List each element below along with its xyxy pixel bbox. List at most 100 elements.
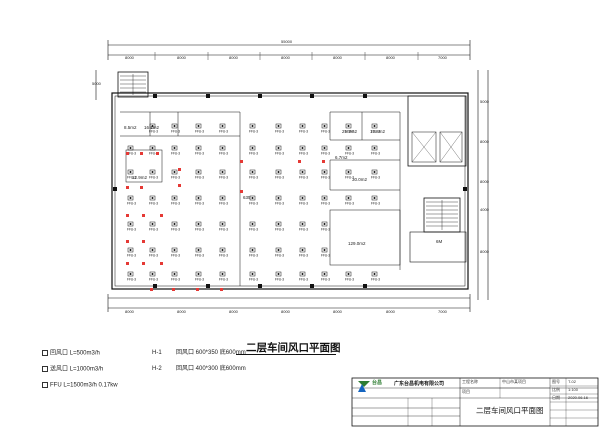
drawing-title: 二层车间风口平面图 bbox=[246, 342, 341, 354]
total-width-dim: 55000 bbox=[281, 39, 293, 44]
legend-h2-code: H-2 bbox=[152, 366, 162, 372]
ffu-label: FFU-3 bbox=[127, 202, 136, 206]
tb-label-drawing-no: 图号 bbox=[552, 379, 560, 384]
red-vent bbox=[178, 184, 181, 187]
ffu-unit: FFU-3 bbox=[171, 271, 180, 282]
ffu-unit: FFU-3 bbox=[171, 195, 180, 206]
ffu-label: FFU-3 bbox=[127, 278, 136, 282]
bay-dim-7: 7000 bbox=[438, 55, 447, 60]
ffu-unit: FFU-3 bbox=[345, 271, 354, 282]
ffu-unit: FFU-3 bbox=[275, 123, 284, 134]
red-vent bbox=[322, 160, 325, 163]
ffu-label: FFU-3 bbox=[171, 152, 180, 156]
ffu-unit: FFU-3 bbox=[371, 271, 380, 282]
ffu-label: FFU-3 bbox=[321, 202, 330, 206]
ffu-unit: FFU-3 bbox=[249, 169, 258, 180]
ffu-unit: FFU-3 bbox=[195, 169, 204, 180]
red-vent bbox=[220, 288, 223, 291]
red-vent bbox=[142, 262, 145, 265]
ffu-label: FFU-3 bbox=[371, 278, 380, 282]
title-underline bbox=[236, 354, 336, 355]
ffu-label: FFU-3 bbox=[275, 130, 284, 134]
ffu-label: FFU-3 bbox=[219, 278, 228, 282]
ffu-unit: FFU-3 bbox=[219, 221, 228, 232]
legend-return-air-text: 回风口 L=500m3/h bbox=[50, 350, 100, 357]
supply-air-symbol bbox=[42, 366, 48, 372]
ffu-label: FFU-3 bbox=[299, 176, 308, 180]
ffu-unit: FFU-3 bbox=[149, 271, 158, 282]
red-vent bbox=[126, 240, 129, 243]
red-vent bbox=[172, 288, 175, 291]
ffu-label: FFU-3 bbox=[149, 202, 158, 206]
ffu-unit: FFU-3 bbox=[171, 221, 180, 232]
room-area-3: 25.3m2 bbox=[342, 129, 358, 134]
red-vent bbox=[298, 160, 301, 163]
ffu-unit: FFU-3 bbox=[299, 145, 308, 156]
ffu-label: FFU-3 bbox=[195, 130, 204, 134]
ffu-unit: FFU-3 bbox=[371, 145, 380, 156]
ffu-label: FFU-3 bbox=[275, 228, 284, 232]
ffu-label: FFU-3 bbox=[127, 176, 136, 180]
ffu-unit: FFU-3 bbox=[195, 123, 204, 134]
tb-drawing-title: 二层车间风口平面图 bbox=[476, 406, 544, 415]
ffu-label: FFU-3 bbox=[219, 130, 228, 134]
legend-item-ffu: FFU L=1500m3/h 0.17kw bbox=[42, 382, 118, 389]
ffu-label: FFU-3 bbox=[321, 228, 330, 232]
ffu-label: FFU-3 bbox=[127, 228, 136, 232]
right-dim-4: 4000 bbox=[480, 207, 489, 212]
ffu-label: FFU-3 bbox=[249, 176, 258, 180]
ffu-unit: FFU-3 bbox=[219, 247, 228, 258]
ffu-label: FFU-3 bbox=[127, 254, 136, 258]
red-vent bbox=[140, 186, 143, 189]
left-dim: 5000 bbox=[92, 81, 101, 86]
ffu-label: FFU-3 bbox=[299, 254, 308, 258]
ffu-unit: FFU-3 bbox=[219, 169, 228, 180]
ffu-unit: FFU-3 bbox=[249, 195, 258, 206]
ffu-unit: FFU-3 bbox=[171, 145, 180, 156]
ffu-label: FFU-3 bbox=[299, 228, 308, 232]
ffu-unit: FFU-3 bbox=[371, 195, 380, 206]
legend-supply-air-text: 送风口 L=1000m3/h bbox=[50, 366, 104, 373]
tb-value-scale: 1:100 bbox=[568, 387, 579, 392]
ffu-label: FFU-3 bbox=[371, 202, 380, 206]
ffu-label: FFU-3 bbox=[171, 130, 180, 134]
ffu-label: FFU-3 bbox=[345, 130, 354, 134]
ffu-unit: FFU-3 bbox=[275, 221, 284, 232]
ffu-label: FFU-3 bbox=[345, 202, 354, 206]
ffu-label: FFU-3 bbox=[275, 152, 284, 156]
bottom-bay-dim-7: 7000 bbox=[438, 309, 447, 314]
ffu-unit: FFU-3 bbox=[299, 271, 308, 282]
ffu-label: FFU-3 bbox=[219, 254, 228, 258]
ffu-unit: FFU-3 bbox=[249, 221, 258, 232]
ffu-label: FFU-3 bbox=[299, 130, 308, 134]
ffu-label: FFU-3 bbox=[127, 152, 136, 156]
red-vent bbox=[126, 152, 129, 155]
ffu-unit: FFU-3 bbox=[371, 169, 380, 180]
ffu-unit: FFU-3 bbox=[345, 145, 354, 156]
red-vent bbox=[156, 152, 159, 155]
tb-label-scale: 比例 bbox=[552, 387, 560, 392]
company-logo bbox=[358, 381, 370, 392]
ffu-label: FFU-3 bbox=[249, 202, 258, 206]
return-air-vents bbox=[126, 152, 325, 291]
ffu-unit: FFU-3 bbox=[275, 195, 284, 206]
ffu-unit: FFU-3 bbox=[321, 123, 330, 134]
red-vent bbox=[142, 240, 145, 243]
ffu-unit: FFU-3 bbox=[149, 247, 158, 258]
ffu-label: FFU-3 bbox=[249, 228, 258, 232]
ffu-label: FFU-3 bbox=[345, 176, 354, 180]
ffu-label: FFU-3 bbox=[321, 254, 330, 258]
bay-dim-3: 8000 bbox=[229, 55, 238, 60]
room-area-5: 6.7m2 bbox=[335, 155, 348, 160]
ffu-label: FFU-3 bbox=[371, 176, 380, 180]
room-area-4: 13.6m2 bbox=[370, 129, 386, 134]
ffu-unit: FFU-3 bbox=[345, 123, 354, 134]
ffu-unit: FFU-3 bbox=[299, 247, 308, 258]
red-vent bbox=[126, 214, 129, 217]
ffu-unit: FFU-3 bbox=[249, 247, 258, 258]
ffu-label: FFU-3 bbox=[149, 228, 158, 232]
ffu-label: FFU-3 bbox=[219, 228, 228, 232]
